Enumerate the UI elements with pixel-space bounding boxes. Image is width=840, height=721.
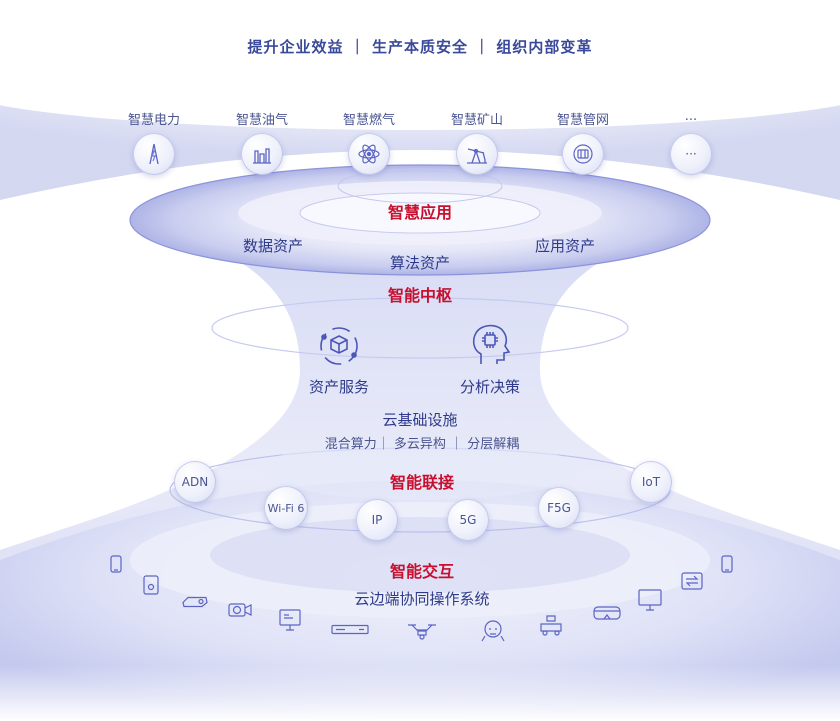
switch-icon[interactable] xyxy=(681,572,703,594)
data-assets-label: 数据资产 xyxy=(242,237,304,255)
cloud-features-label: 混合算力｜ 多云异构 ｜ 分层解耦 xyxy=(324,437,520,452)
interact-title: 智能交互 xyxy=(389,562,455,581)
camera-icon[interactable] xyxy=(228,600,252,624)
ai-brain-head-icon xyxy=(467,320,513,372)
vr-headset-icon[interactable] xyxy=(593,605,621,625)
phone-icon[interactable] xyxy=(110,555,122,577)
tablet-icon[interactable] xyxy=(143,575,159,599)
phone-right-icon[interactable] xyxy=(721,555,733,577)
monitor-icon[interactable] xyxy=(279,609,301,635)
asset-service-icon xyxy=(316,323,362,373)
app-label-more: ··· xyxy=(684,113,698,128)
more-icon-dots: ··· xyxy=(685,147,697,161)
app-label-gas: 智慧燃气 xyxy=(342,113,396,128)
ip-bubble[interactable]: IP xyxy=(356,499,398,541)
vehicle-icon[interactable] xyxy=(538,614,564,640)
cloud-infra-label: 云基础设施 xyxy=(382,411,458,429)
5g-bubble[interactable]: 5G xyxy=(447,499,489,541)
f5g-bubble[interactable]: F5G xyxy=(538,487,580,529)
wifi6-bubble[interactable]: Wi-Fi 6 xyxy=(264,486,308,530)
os-label: 云边端协同操作系统 xyxy=(354,590,490,608)
smart-app-title: 智慧应用 xyxy=(387,203,453,222)
connect-title: 智能联接 xyxy=(389,473,455,492)
analysis-decision-label: 分析决策 xyxy=(459,378,521,396)
asset-service-label: 资产服务 xyxy=(308,378,370,396)
hub-title: 智能中枢 xyxy=(387,286,453,305)
pipe-network-icon[interactable] xyxy=(562,133,604,175)
oil-refinery-icon[interactable] xyxy=(241,133,283,175)
app-label-power: 智慧电力 xyxy=(127,113,181,128)
drone-icon[interactable] xyxy=(406,621,438,645)
robot-icon[interactable] xyxy=(480,619,506,647)
lightning-tower-icon[interactable] xyxy=(133,133,175,175)
projector-icon[interactable] xyxy=(182,594,208,613)
pump-jack-icon[interactable] xyxy=(456,133,498,175)
app-label-oil-gas: 智慧油气 xyxy=(235,113,289,128)
headline: 提升企业效益 ｜ 生产本质安全 ｜ 组织内部变革 xyxy=(247,38,593,56)
more-icon[interactable]: ··· xyxy=(670,133,712,175)
algorithm-assets-label: 算法资产 xyxy=(389,254,451,272)
app-label-mine: 智慧矿山 xyxy=(450,113,504,128)
app-label-pipe: 智慧管网 xyxy=(556,113,610,128)
iot-bubble[interactable]: IoT xyxy=(630,461,672,503)
adn-bubble[interactable]: ADN xyxy=(174,461,216,503)
settop-box-icon[interactable] xyxy=(331,621,369,640)
application-assets-label: 应用资产 xyxy=(534,237,596,255)
atom-icon[interactable] xyxy=(348,133,390,175)
tv-icon[interactable] xyxy=(638,589,662,615)
